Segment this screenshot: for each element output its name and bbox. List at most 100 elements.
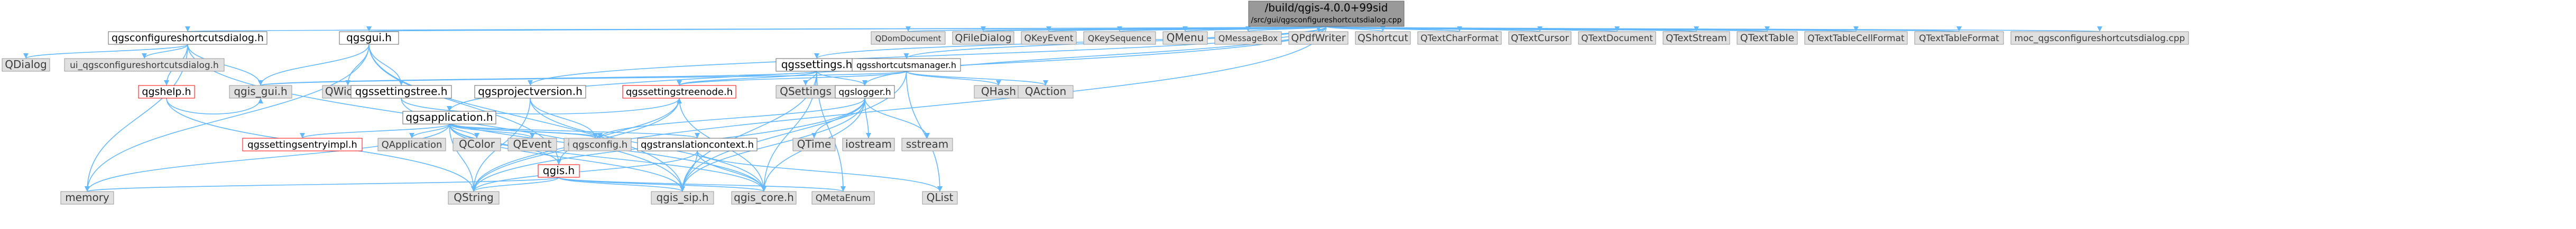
node-label: QTime	[797, 138, 832, 150]
node-box	[138, 85, 195, 99]
node-box	[507, 138, 557, 151]
node-label: QTextCharFormat	[1420, 33, 1499, 44]
edge-qgsapplication_h-to-memory	[87, 123, 450, 192]
node-box	[448, 191, 500, 205]
edge-qgssettings_h-to-qgslogger_h	[816, 71, 865, 86]
edge-qgstranslationcontext_h-to-QList	[697, 150, 940, 192]
node-QTextCursor: QTextCursor	[1508, 31, 1572, 45]
edge-qgsapplication_h-to-qgsconfig_h	[449, 123, 601, 139]
node-ui-qgsconfigureshortcutsdialog-h: ui_qgsconfigureshortcutsdialog.h	[64, 58, 225, 72]
node-QKeyEvent: QKeyEvent	[1021, 31, 1077, 45]
node-qgssettingstree-h[interactable]: qgssettingstree.h	[350, 85, 452, 99]
node-QTextTable: QTextTable	[1737, 31, 1798, 45]
edge-qgsconfigureshortcutsdialog_h-to-ui_qgsconfigureshortcutsdialog_h	[144, 44, 188, 59]
arrowhead-qgsshortcutsmanager_h	[903, 53, 909, 59]
arrowhead-qgsgui_h	[366, 26, 372, 32]
arrowhead-qgsconfigureshortcutsdialog_h	[185, 26, 190, 32]
edge-qgslogger_h-to-qgis_sip_h	[682, 98, 865, 192]
edge-root-to-QMessageBox	[1248, 26, 1327, 32]
edge-qgshelp_h-to-qgis_gui_h	[166, 98, 261, 114]
node-label: iostream	[845, 138, 892, 150]
arrowhead-QHash	[996, 80, 1001, 85]
node-label: qgsprojectversion.h	[478, 85, 583, 98]
node-box	[1248, 1, 1405, 27]
node-box	[1578, 31, 1656, 45]
node-QMessageBox: QMessageBox	[1214, 31, 1282, 45]
edge-qgsgui_h-to-memory	[87, 44, 370, 192]
arrowhead-QFileDialog	[981, 26, 986, 32]
node-qgsshortcutsmanager-h[interactable]: qgsshortcutsmanager.h	[852, 58, 961, 72]
node-box	[842, 138, 895, 151]
edge-qgslogger_h-to-qgsconfig_h	[599, 98, 865, 139]
edge-qgsgui_h-to-qgssettingstree_h	[368, 44, 402, 86]
edge-root-to-qgsgui_h	[368, 26, 1327, 32]
node-memory: memory	[60, 191, 114, 205]
node-box	[1021, 31, 1077, 45]
arrowhead-ui_qgsconfigureshortcutsdialog_h	[142, 53, 147, 59]
arrowhead-QApplication	[409, 133, 414, 138]
node-qgssettingstreenode-h[interactable]: qgssettingstreenode.h	[622, 85, 736, 99]
node-qgslogger-h[interactable]: qgslogger.h	[835, 85, 895, 99]
node-QMetaEnum: QMetaEnum	[811, 191, 875, 205]
node-moc-qgsconfigureshortcutsdialog-cpp: moc_qgsconfigureshortcutsdialog.cpp	[2010, 31, 2189, 45]
node-label: QTextCursor	[1511, 33, 1569, 44]
edge-qgsapplication_h-to-QString	[449, 123, 474, 192]
edge-qgsapplication_h-to-qgis_core_h	[449, 123, 764, 192]
node-qgsprojectversion-h[interactable]: qgsprojectversion.h	[474, 85, 586, 99]
arrowhead-qgsprojectversion_h	[528, 80, 533, 85]
node-box	[64, 58, 225, 72]
edge-layer	[23, 26, 2102, 192]
node-qgsapplication-h[interactable]: qgsapplication.h	[402, 111, 496, 125]
node-qgsgui-h[interactable]: qgsgui.h	[339, 31, 399, 45]
node-QTextDocument: QTextDocument	[1578, 31, 1656, 45]
node-label: QSettings	[780, 85, 832, 98]
node-label: QKeyEvent	[1024, 33, 1074, 44]
node-QEvent: QEvent	[507, 138, 557, 151]
arrowhead-QTextTableFormat	[1956, 26, 1962, 32]
arrowhead-qgslogger_h	[862, 80, 867, 85]
node-label: QMenu	[1167, 31, 1204, 44]
node-label: qgsshortcutsmanager.h	[856, 60, 956, 70]
node-box	[60, 191, 114, 205]
node-qgssettingsentryimpl-h[interactable]: qgssettingsentryimpl.h	[242, 138, 363, 151]
arrowhead-QString	[471, 186, 476, 192]
node-box	[871, 31, 946, 45]
arrowhead-QList	[937, 186, 943, 192]
edge-qgis_h-to-memory	[87, 177, 559, 192]
node-qgsconfig-h: qgsconfig.h	[568, 138, 632, 151]
node-box	[852, 58, 961, 72]
node-root[interactable]: /build/qgis-4.0.0+99sid/src/gui/qgsconfi…	[1248, 1, 1405, 27]
node-label: sstream	[906, 138, 949, 150]
node-qgssettings-h[interactable]: qgssettings.h	[775, 58, 858, 72]
node-box	[1737, 31, 1798, 45]
node-label: qgslogger.h	[838, 87, 891, 98]
node-qgshelp-h[interactable]: qgshelp.h	[138, 85, 195, 99]
node-qgsconfigureshortcutsdialog-h[interactable]: qgsconfigureshortcutsdialog.h	[108, 31, 267, 45]
arrowhead-iostream	[866, 133, 871, 138]
node-label: qgsconfig.h	[573, 139, 627, 150]
arrowhead-QTextTableCellFormat	[1853, 26, 1859, 32]
node-box	[622, 85, 736, 99]
node-label: QDialog	[5, 58, 47, 71]
node-box	[1663, 31, 1730, 45]
node-qgis-h[interactable]: qgis.h	[538, 164, 580, 178]
node-box	[792, 138, 836, 151]
node-box	[1083, 31, 1156, 45]
node-box	[637, 138, 758, 151]
node-box	[568, 138, 632, 151]
node-label: /src/gui/qgsconfigureshortcutsdialog.cpp	[1251, 16, 1401, 25]
node-QColor: QColor	[453, 138, 501, 151]
node-label: /build/qgis-4.0.0+99sid	[1264, 2, 1388, 14]
node-label: QPdfWriter	[1291, 32, 1345, 44]
node-qgstranslationcontext-h[interactable]: qgstranslationcontext.h	[637, 138, 758, 151]
arrowhead-qgis_core_h	[761, 186, 767, 192]
node-QDomDocument: QDomDocument	[871, 31, 946, 45]
arrowhead-QMessageBox	[1245, 26, 1251, 32]
node-QTime: QTime	[792, 138, 836, 151]
arrowhead-qgsconfig_h	[597, 133, 603, 138]
node-label: QTextTable	[1740, 32, 1795, 44]
edge-qgis_h-to-qgis_sip_h	[558, 177, 683, 192]
arrowhead-qgis_h	[556, 159, 561, 165]
node-box	[1162, 31, 1208, 45]
node-label: qgis_sip.h	[656, 191, 708, 204]
